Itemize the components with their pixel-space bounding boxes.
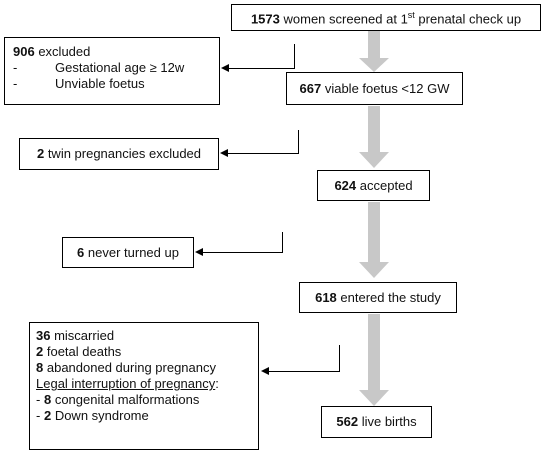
excluded-box-4: 36 miscarried 2 foetal deaths 8 abandone… — [29, 322, 259, 450]
connector-3-vertical — [282, 232, 283, 253]
screened-box: 1573 women screened at 1st prenatal chec… — [231, 4, 541, 31]
excluded-box-2: 2 twin pregnancies excluded — [19, 138, 219, 170]
down-arrow-2 — [359, 106, 389, 168]
screened-text: 1573 women screened at 1st prenatal chec… — [250, 10, 522, 27]
connector-2-vertical — [298, 130, 299, 154]
excluded-4-legal-heading: Legal interruption of pregnancy: — [36, 376, 219, 391]
births-box: 562 live births — [321, 406, 432, 438]
connector-2-arrowhead — [220, 149, 228, 157]
connector-3-horizontal — [203, 252, 283, 253]
entered-box: 618 entered the study — [299, 282, 457, 313]
connector-1-vertical — [294, 44, 295, 69]
entered-text: 618 entered the study — [315, 289, 441, 305]
connector-4-arrowhead — [261, 367, 269, 375]
excluded-4-legal-item-1: - 8 congenital malformations — [36, 392, 200, 407]
connector-1-horizontal — [228, 68, 295, 69]
excluded-box-3: 6 never turned up — [62, 237, 194, 268]
connector-2-horizontal — [227, 153, 299, 154]
excluded-box-1: 906 excluded -Gestational age ≥ 12w -Unv… — [4, 37, 220, 105]
excluded-1-item-2: -Unviable foetus — [13, 76, 145, 91]
excluded-4-line-1: 36 miscarried — [36, 328, 115, 343]
excluded-4-legal-item-2: - 2 Down syndrome — [36, 408, 149, 423]
excluded-4-line-2: 2 foetal deaths — [36, 344, 122, 359]
connector-3-arrowhead — [195, 248, 203, 256]
excluded-2-text: 2 twin pregnancies excluded — [36, 146, 202, 161]
down-arrow-1 — [359, 31, 389, 72]
connector-4-vertical — [339, 345, 340, 372]
viable-text: 667 viable foetus <12 GW — [299, 80, 450, 96]
accepted-box: 624 accepted — [317, 170, 430, 201]
births-text: 562 live births — [336, 414, 417, 429]
connector-4-horizontal — [268, 371, 340, 372]
viable-box: 667 viable foetus <12 GW — [286, 72, 463, 105]
excluded-4-line-3: 8 abandoned during pregnancy — [36, 360, 216, 375]
down-arrow-4 — [359, 314, 389, 406]
excluded-1-item-1: -Gestational age ≥ 12w — [13, 60, 185, 75]
accepted-text: 624 accepted — [334, 177, 413, 193]
connector-1-arrowhead — [221, 64, 229, 72]
excluded-1-heading: 906 excluded — [13, 44, 91, 59]
down-arrow-3 — [359, 202, 389, 278]
excluded-3-text: 6 never turned up — [77, 244, 179, 260]
